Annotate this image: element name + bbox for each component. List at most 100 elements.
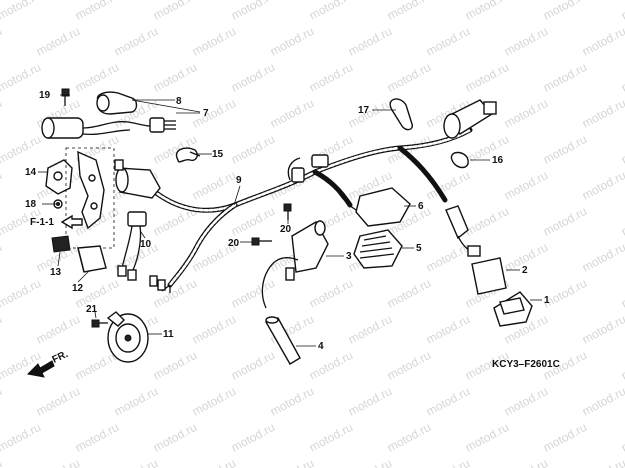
- turn-signal-relay: [114, 159, 161, 199]
- watermark-text: motod.ru: [463, 0, 511, 23]
- callout-7: 7: [203, 108, 209, 119]
- watermark-text: motod.ru: [424, 240, 472, 275]
- watermark-text: motod.ru: [385, 420, 433, 455]
- watermark-text: motod.ru: [0, 456, 4, 468]
- watermark-text: motod.ru: [151, 348, 199, 383]
- watermark-text: motod.ru: [502, 168, 550, 203]
- watermark-text: motod.ru: [190, 456, 238, 468]
- part-10-connector: [117, 211, 147, 281]
- callout-11: 11: [163, 329, 174, 340]
- part-15-band: [175, 147, 201, 163]
- callout-20-upper: 20: [280, 224, 292, 235]
- watermark-text: motod.ru: [346, 384, 394, 419]
- callout-20-lower: 20: [228, 238, 240, 249]
- callout-15: 15: [212, 149, 224, 160]
- watermark-text: motod.ru: [619, 276, 625, 311]
- watermark-text: motod.ru: [619, 204, 625, 239]
- watermark-text: motod.ru: [0, 0, 43, 23]
- watermark-text: motod.ru: [34, 24, 82, 59]
- watermark-text: motod.ru: [151, 0, 199, 23]
- watermark-text: motod.ru: [619, 60, 625, 95]
- watermark-text: motod.ru: [0, 132, 43, 167]
- watermark-text: motod.ru: [502, 456, 550, 468]
- watermark-text: motod.ru: [0, 420, 43, 455]
- watermark-text: motod.ru: [307, 0, 355, 23]
- watermark-text: motod.ru: [151, 420, 199, 455]
- callout-numbers: 8 7 19 14 18 15 9 10 13 12 11 21 20 20 3…: [25, 90, 550, 352]
- callout-6: 6: [418, 201, 424, 212]
- watermark-text: motod.ru: [619, 132, 625, 167]
- part-5-regulator: [353, 229, 403, 269]
- watermark-text: motod.ru: [541, 60, 589, 95]
- watermark-text: motod.ru: [502, 96, 550, 131]
- section-ref-label: F-1-1: [30, 217, 54, 228]
- watermark-text: motod.ru: [0, 276, 43, 311]
- watermark-text: motod.ru: [190, 168, 238, 203]
- section-reference: F-1-1: [30, 214, 83, 230]
- watermark-text: motod.ru: [307, 60, 355, 95]
- watermark-text: motod.ru: [73, 0, 121, 23]
- watermark-text: motod.ru: [190, 24, 238, 59]
- watermark-text: motod.ru: [541, 0, 589, 23]
- watermark-text: motod.ru: [580, 96, 625, 131]
- mounting-bracket: [65, 147, 115, 249]
- part-4-plug-cap: [264, 316, 301, 365]
- watermark-text: motod.ru: [424, 168, 472, 203]
- callout-16: 16: [492, 155, 504, 166]
- wire-harness: [147, 127, 473, 293]
- callout-3: 3: [346, 251, 352, 262]
- watermark-text: motod.ru: [346, 96, 394, 131]
- part-2-relay: [471, 257, 507, 295]
- callout-21: 21: [86, 304, 98, 315]
- watermark-text: motod.ru: [0, 384, 4, 419]
- watermark-text: motod.ru: [424, 24, 472, 59]
- watermark-text: motod.ru: [0, 240, 4, 275]
- diagram-code: KCY3–F2601C: [492, 359, 560, 370]
- watermark-text: motod.ru: [619, 348, 625, 383]
- watermark-text: motod.ru: [424, 384, 472, 419]
- watermark-text: motod.ru: [34, 456, 82, 468]
- watermark-text: motod.ru: [541, 204, 589, 239]
- part-11-horn: [106, 311, 149, 363]
- part-12-relay: [77, 245, 107, 273]
- part-20-bolt-upper: [283, 203, 292, 220]
- part-6-cdi-unit: [337, 187, 411, 227]
- watermark-text: motod.ru: [307, 276, 355, 311]
- watermark-text: motod.ru: [580, 240, 625, 275]
- watermark-text: motod.ru: [385, 60, 433, 95]
- watermark-text: motod.ru: [424, 312, 472, 347]
- watermark-text: motod.ru: [229, 420, 277, 455]
- watermark-text: motod.ru: [463, 420, 511, 455]
- watermark-text: motod.ru: [190, 312, 238, 347]
- watermark-text: motod.ru: [229, 0, 277, 23]
- watermark-text: motod.ru: [541, 132, 589, 167]
- callout-9: 9: [236, 175, 242, 186]
- watermark-text: motod.ru: [385, 276, 433, 311]
- watermark-text: motod.ru: [424, 456, 472, 468]
- watermark-text: motod.ru: [385, 0, 433, 23]
- watermark-text: motod.ru: [580, 312, 625, 347]
- fuse-holder: [445, 205, 481, 257]
- watermark-text: motod.ru: [73, 420, 121, 455]
- callout-5: 5: [416, 243, 422, 254]
- section-arrow-icon: [60, 214, 83, 230]
- watermark-text: motod.ru: [385, 348, 433, 383]
- part-17-band: [389, 98, 414, 131]
- part-16-band: [450, 151, 469, 169]
- watermark-text: motod.ru: [463, 204, 511, 239]
- watermark-text: motod.ru: [229, 132, 277, 167]
- callout-10: 10: [140, 239, 152, 250]
- watermark-text: motod.ru: [307, 420, 355, 455]
- watermark-text: motod.ru: [619, 0, 625, 23]
- watermark-text: motod.ru: [502, 384, 550, 419]
- watermark-text: motod.ru: [0, 168, 4, 203]
- watermark-text: motod.ru: [0, 312, 4, 347]
- watermark-text: motod.ru: [151, 60, 199, 95]
- watermark-text: motod.ru: [229, 348, 277, 383]
- watermark-text: motod.ru: [268, 384, 316, 419]
- watermark-text: motod.ru: [463, 132, 511, 167]
- callout-17: 17: [358, 105, 370, 116]
- callout-18: 18: [25, 199, 37, 210]
- watermark-text: motod.ru: [190, 384, 238, 419]
